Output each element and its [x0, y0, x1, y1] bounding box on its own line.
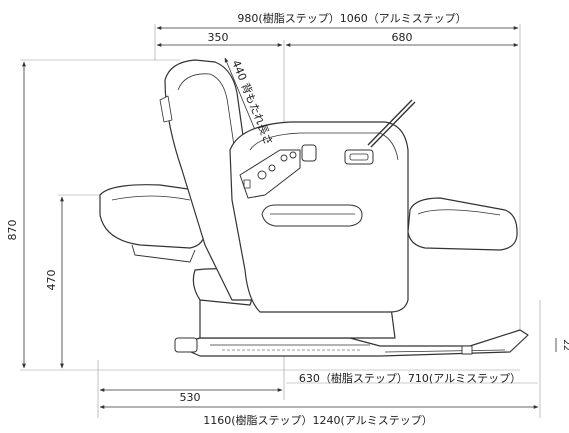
dim-footrest-clearance: 22 — [561, 339, 569, 350]
massage-chair — [99, 59, 529, 357]
dim-height-total: 870 — [6, 220, 19, 241]
control-knob — [301, 144, 317, 162]
front-pad — [407, 197, 518, 251]
dim-top-total: 980(樹脂ステップ）1060（アルミステップ） — [237, 11, 466, 25]
dim-seat-height: 470 — [45, 270, 58, 291]
remote-button — [257, 170, 267, 180]
display-window — [344, 149, 374, 165]
dim-top-left: 350 — [208, 31, 229, 44]
dimension-lines — [22, 26, 557, 409]
remote-panel — [239, 149, 301, 199]
lever — [367, 99, 413, 146]
remote-button — [280, 154, 288, 162]
dim-bottom-total: 1160(樹脂ステップ）1240(アルミステップ） — [203, 413, 432, 427]
leg-rest — [99, 184, 206, 249]
dim-top-right: 680 — [392, 31, 413, 44]
remote-button — [289, 151, 297, 159]
caster-wheel — [174, 337, 198, 353]
remote-button — [268, 164, 276, 172]
dim-bottom-left: 530 — [180, 391, 201, 404]
backrest-side-bracket — [159, 95, 173, 123]
handle-slot — [261, 204, 363, 227]
dim-bottom-step: 630（樹脂ステップ）710(アルミステップ） — [299, 371, 521, 385]
dim-line-backrest — [224, 57, 259, 138]
